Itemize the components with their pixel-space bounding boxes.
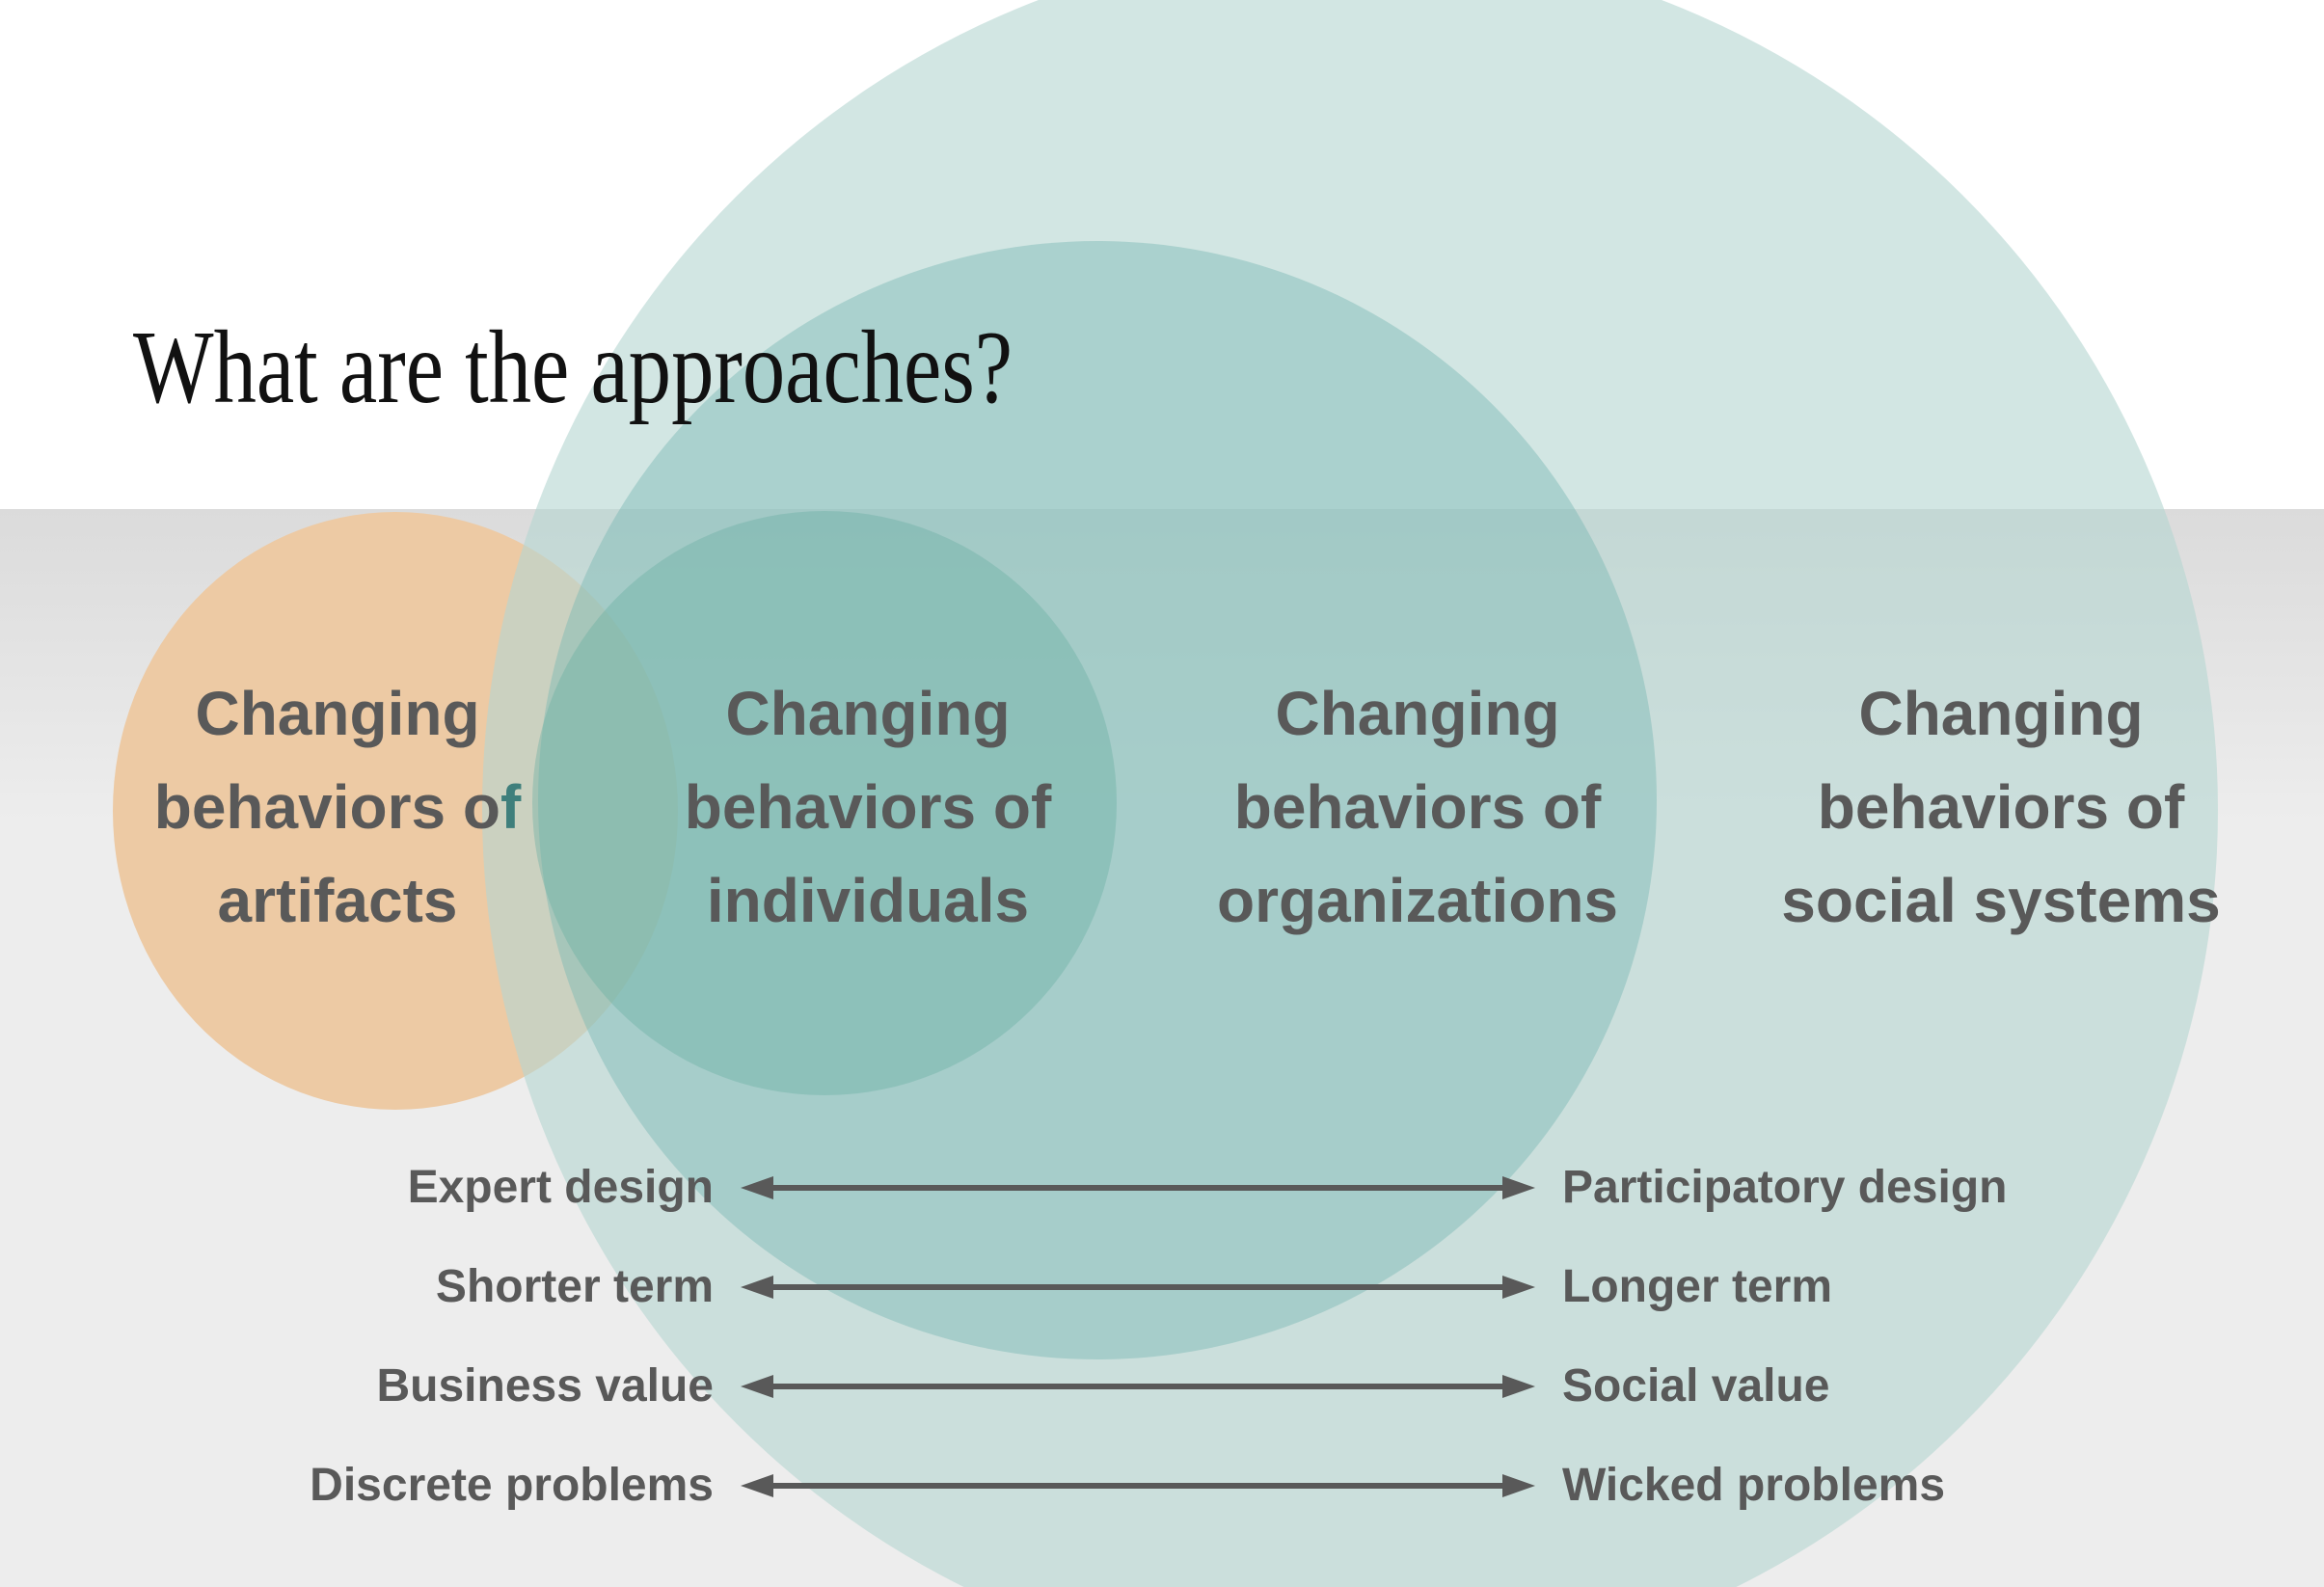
spectrum-left-shorter-term: Shorter term — [435, 1261, 714, 1312]
spectrum-left-business-value: Business value — [376, 1360, 715, 1412]
individuals-circle — [532, 511, 1117, 1095]
label-line: behaviors of — [1817, 772, 2185, 842]
label-line: artifacts — [217, 866, 458, 935]
arrow-head-left-icon — [741, 1474, 773, 1497]
spectrum-arrow-discrete-wicked — [741, 1474, 1535, 1497]
slide-title: What are the approaches? — [133, 310, 1013, 425]
label-line: individuals — [706, 866, 1030, 935]
label-line: Changing — [725, 679, 1011, 748]
spectrum-arrow-shorter-longer — [741, 1276, 1535, 1299]
label-changing-behaviors-of-social-systems: Changing behaviors of social systems — [1692, 667, 2310, 948]
spectrum-arrow-expert-participatory — [741, 1176, 1535, 1199]
arrow-head-left-icon — [741, 1375, 773, 1398]
spectrum-left-discrete-problems: Discrete problems — [310, 1460, 714, 1511]
spectrum-right-participatory-design: Participatory design — [1562, 1162, 2008, 1213]
spectrum-right-wicked-problems: Wicked problems — [1562, 1460, 1946, 1511]
spectrum-right-social-value: Social value — [1562, 1360, 1830, 1412]
label-line-tinted-f: f — [500, 772, 522, 842]
label-line: behaviors of — [684, 772, 1052, 842]
spectrum-arrow-business-social — [741, 1375, 1535, 1398]
arrow-head-left-icon — [741, 1176, 773, 1199]
arrow-head-left-icon — [741, 1276, 773, 1299]
label-changing-behaviors-of-individuals: Changing behaviors of individuals — [559, 667, 1176, 948]
label-changing-behaviors-of-artifacts: Changing behaviors of artifacts — [29, 667, 646, 948]
arrow-head-right-icon — [1502, 1176, 1535, 1199]
label-line-main: behaviors o — [153, 772, 500, 842]
label-line: behaviors of — [29, 761, 646, 854]
organizations-circle — [538, 241, 1657, 1359]
label-line: Changing — [1275, 679, 1560, 748]
label-line: organizations — [1216, 866, 1619, 935]
label-line: behaviors of — [1233, 772, 1602, 842]
label-line: Changing — [195, 679, 480, 748]
label-line: social systems — [1781, 866, 2221, 935]
arrow-head-right-icon — [1502, 1276, 1535, 1299]
label-line: Changing — [1858, 679, 2144, 748]
arrow-head-right-icon — [1502, 1474, 1535, 1497]
arrow-head-right-icon — [1502, 1375, 1535, 1398]
spectrum-left-expert-design: Expert design — [407, 1162, 714, 1213]
label-changing-behaviors-of-organizations: Changing behaviors of organizations — [1109, 667, 1726, 948]
spectrum-right-longer-term: Longer term — [1562, 1261, 1833, 1312]
